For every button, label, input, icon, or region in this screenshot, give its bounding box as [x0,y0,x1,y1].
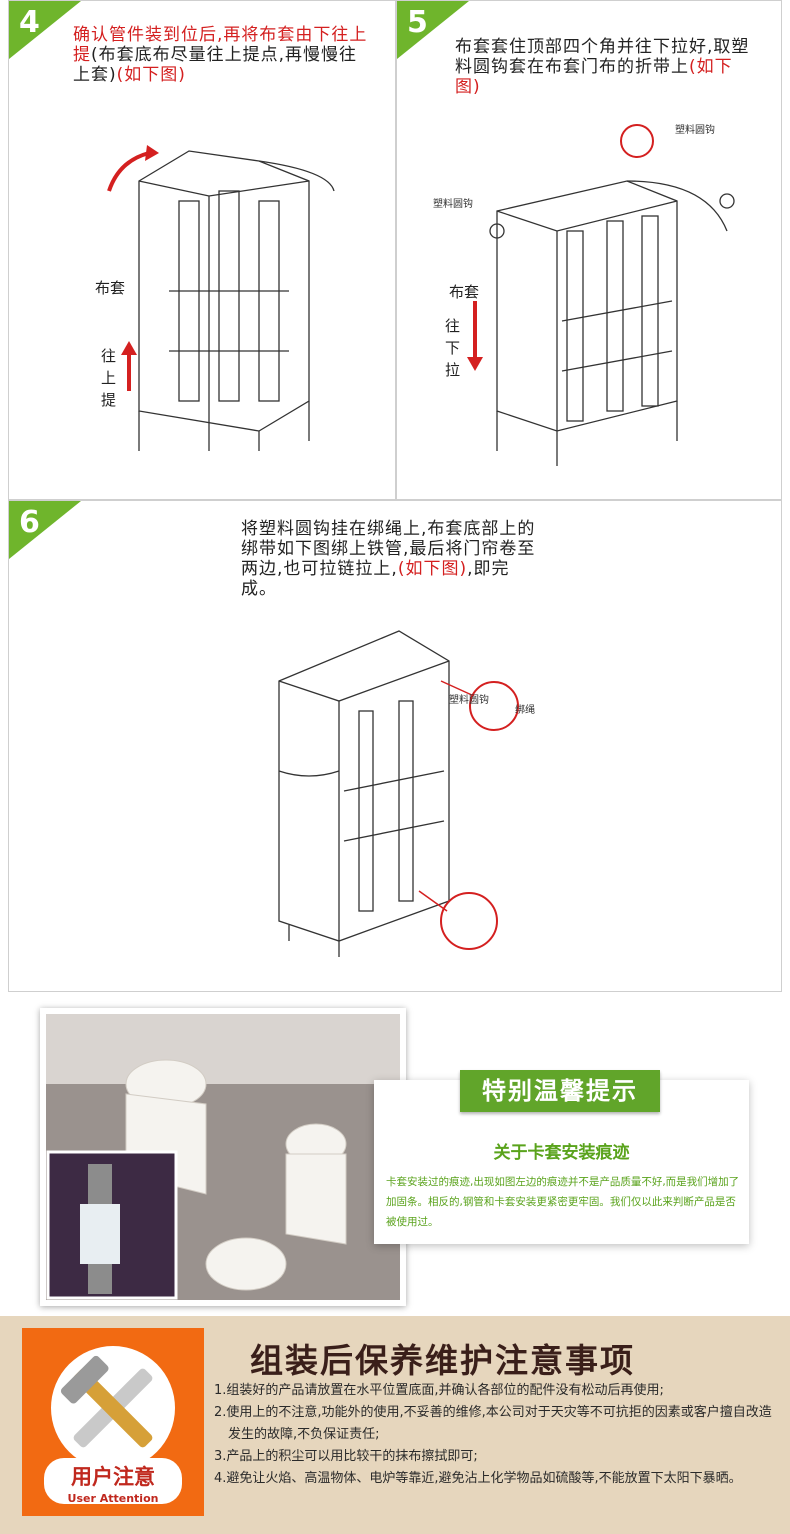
tip-box: 特别温馨提示 关于卡套安装痕迹 卡套安装过的痕迹,出现如图左边的痕迹并不是产品质… [374,1070,749,1244]
step-5-text-ref: (如下图) [455,57,733,97]
step-6-text-black-2: ,即完成。 [241,559,510,599]
step-4-text-red: 确认管件装到位后,再将布套由下往上提 [73,25,368,65]
step-badge [9,501,81,559]
step-badge [9,1,81,59]
label-down-2: 下 [445,339,461,357]
label-hook-left: 塑料圆钩 [433,199,473,210]
label-hook-right: 塑料圆钩 [675,125,715,136]
label-up-3: 提 [101,391,117,409]
step-4-text-ref: (如下图) [116,65,186,85]
wardrobe-illustration-step6 [278,630,519,957]
icon-subtitle: User Attention [68,1492,159,1505]
tip-subtitle: 关于卡套安装痕迹 [493,1143,630,1163]
step-5-panel: 5 布套套住顶部四个角并往下拉好,取塑料圆钩套在布套门布的折带上(如下图) 塑料… [396,0,782,500]
maintenance-item-2: 2.使用上的不注意,功能外的使用,不妥善的维修,本公司对于天灾等不可抗拒的因素或… [214,1405,772,1442]
label-cover: 布套 [95,279,126,297]
label-down-3: 拉 [445,361,461,379]
step-number: 5 [407,5,428,40]
tip-body: 卡套安装过的痕迹,出现如图左边的痕迹并不是产品质量不好,而是我们增加了加固条。相… [386,1176,740,1228]
tools-icon: 用户注意 User Attention [44,1346,182,1505]
wardrobe-illustration-step5 [467,124,735,466]
label-cover: 布套 [449,283,480,301]
user-attention-icon: 用户注意 User Attention [22,1328,204,1516]
wardrobe-illustration-step4 [107,145,335,451]
connector-photo [40,1008,406,1306]
step-5-text-black: 布套套住顶部四个角并往下拉好,取塑料圆钩套在布套门布的折带上 [455,37,750,77]
step-6-text-black-1: 将塑料圆钩挂在绑绳上,布套底部上的绑带如下图绑上铁管,最后将门帘卷至两边,也可拉… [241,519,536,579]
maintenance-item-4: 4.避免让火焰、高温物体、电炉等靠近,避免沾上化学物品如硫酸等,不能放置下太阳下… [214,1471,742,1486]
step-4-text-black: (布套底布尽量往上提点,再慢慢往上套) [73,45,358,85]
maintenance-list: 1.组装好的产品请放置在水平位置底面,并确认各部位的配件没有松动后再使用; 2.… [214,1380,780,1490]
step-5-instructions: 布套套住顶部四个角并往下拉好,取塑料圆钩套在布套门布的折带上(如下图) [455,37,755,97]
step-4-panel: 4 确认管件装到位后,再将布套由下往上提(布套底布尽量往上提点,再慢慢往上套)(… [8,0,396,500]
label-hook: 塑料圆钩 [449,695,489,706]
step-badge [397,1,469,59]
tip-banner: 特别温馨提示 [460,1070,660,1112]
step-4-instructions: 确认管件装到位后,再将布套由下往上提(布套底布尽量往上提点,再慢慢往上套)(如下… [73,25,373,85]
label-up-1: 往 [101,347,117,365]
maintenance-item-1: 1.组装好的产品请放置在水平位置底面,并确认各部位的配件没有松动后再使用; [214,1383,664,1398]
step-number: 6 [19,505,40,540]
step-6-instructions: 将塑料圆钩挂在绑绳上,布套底部上的绑带如下图绑上铁管,最后将门帘卷至两边,也可拉… [241,519,541,599]
step-6-text-ref: (如下图) [397,559,468,579]
step-number: 4 [19,5,40,40]
maintenance-title: 组装后保养维护注意事项 [250,1341,635,1380]
label-down-1: 往 [445,317,461,335]
maintenance-item-3: 3.产品上的积尘可以用比较干的抹布擦拭即可; [214,1449,478,1464]
label-up-2: 上 [101,369,117,387]
icon-title: 用户注意 [71,1465,155,1489]
step-6-panel: 6 将塑料圆钩挂在绑绳上,布套底部上的绑带如下图绑上铁管,最后将门帘卷至两边,也… [8,500,782,992]
label-rope: 绑绳 [515,705,535,716]
connector-image [46,1014,400,1300]
